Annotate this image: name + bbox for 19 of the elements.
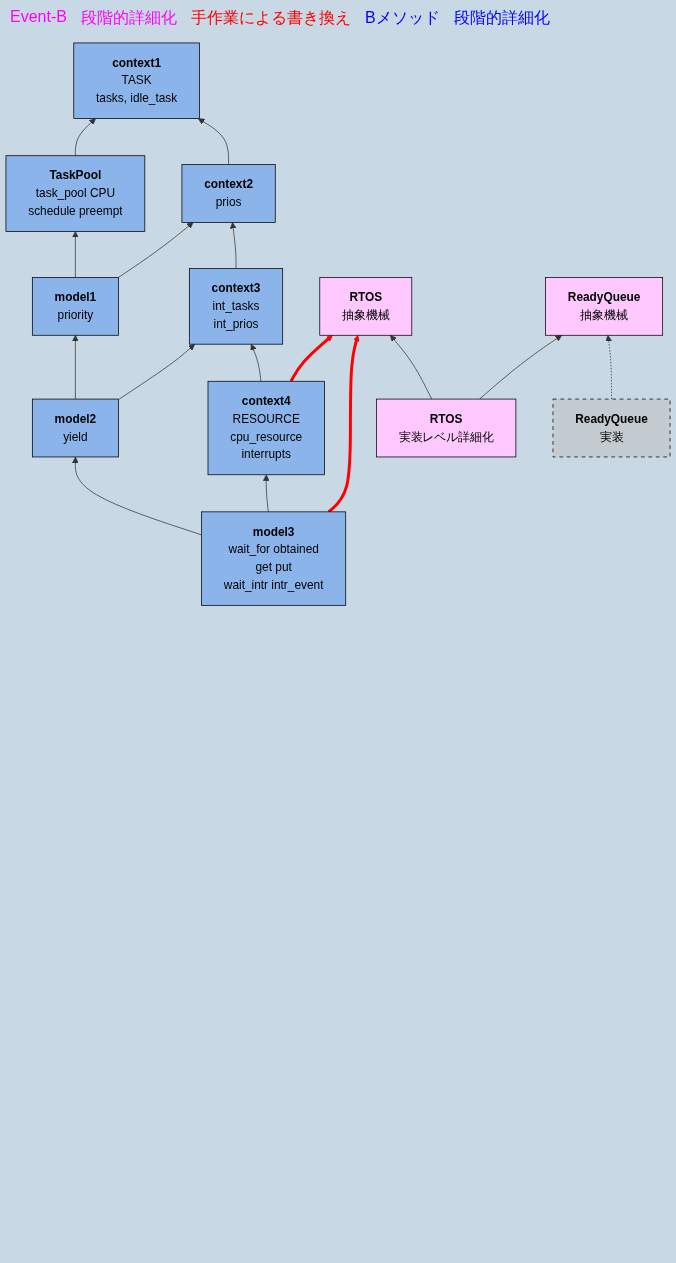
node-box: context3 int_tasks int_prios xyxy=(188,268,284,345)
annotation-text: Event-B xyxy=(10,8,67,27)
node-box: model3 wait_for obtained get put wait_intr intr_event xyxy=(201,511,347,606)
annotation-text: 段階的詳細化 xyxy=(80,8,177,28)
node-box: ReadyQueue 実装 xyxy=(552,398,671,458)
annotation-text: 段階的詳細化 xyxy=(453,8,550,28)
node-box: TaskPool task_pool CPU schedule preempt xyxy=(5,155,146,232)
arrow xyxy=(289,334,333,382)
annotation-text: 手作業による書き換え xyxy=(190,8,351,28)
arrow xyxy=(327,334,360,513)
annotation-text: Bメソッド xyxy=(364,8,440,28)
node-box: context4 RESOURCE cpu_resource interrupts xyxy=(207,380,325,476)
node-box: model2 yield xyxy=(31,398,119,458)
node-box: ReadyQueue 抽象機械 xyxy=(545,277,663,336)
node-box: model1 priority xyxy=(31,277,119,336)
node-box: context2 prios xyxy=(181,164,276,223)
node-box: context1 TASK tasks, idle_task xyxy=(73,42,200,119)
node-box: RTOS 抽象機械 xyxy=(319,277,413,336)
node-box: RTOS 実装レベル詳細化 xyxy=(376,398,517,458)
